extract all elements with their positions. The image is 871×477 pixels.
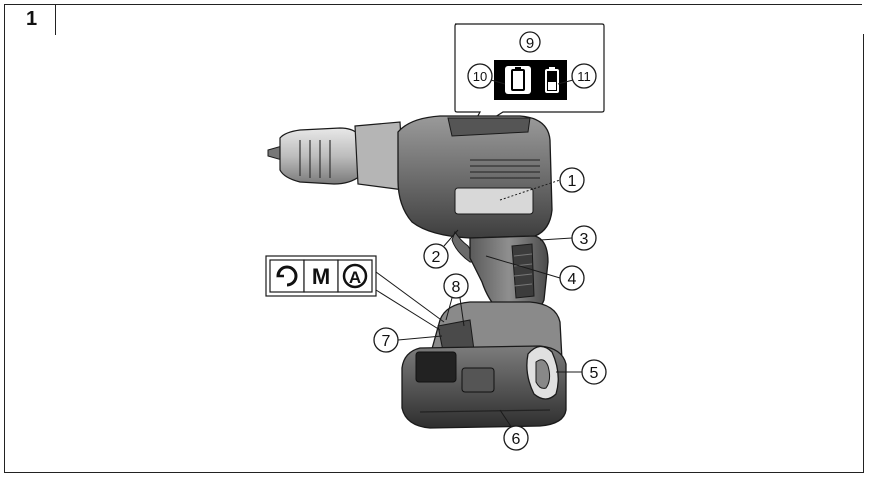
svg-text:5: 5 [590, 365, 599, 382]
svg-text:3: 3 [580, 231, 589, 248]
frame-top-border [54, 4, 862, 5]
svg-text:1: 1 [568, 173, 577, 190]
svg-text:A: A [349, 268, 361, 287]
svg-text:8: 8 [452, 279, 461, 296]
battery-empty-icon [505, 66, 531, 94]
mode-selector-panel: M A [265, 255, 445, 331]
figure-frame [4, 34, 864, 473]
svg-text:10: 10 [473, 69, 487, 84]
figure-number-tab: 1 [4, 4, 56, 35]
battery-charge-icon [545, 67, 559, 93]
svg-text:11: 11 [577, 69, 591, 84]
callout-11: 11 [557, 63, 597, 89]
callout-4: 4 [485, 255, 585, 291]
svg-text:6: 6 [512, 431, 521, 448]
screwdriver-illustration [267, 115, 567, 429]
callout-3: 3 [539, 225, 597, 251]
rotation-mode-icon [276, 265, 298, 287]
callout-8: 8 [443, 273, 469, 327]
callout-1: 1 [499, 167, 585, 201]
svg-text:4: 4 [568, 271, 577, 288]
callout-9: 9 [519, 31, 541, 53]
battery-indicator-callout: 9 10 11 [454, 23, 605, 136]
svg-text:7: 7 [382, 333, 391, 350]
callout-6: 6 [499, 409, 529, 451]
svg-text:9: 9 [526, 35, 534, 52]
auto-mode-icon: A [342, 263, 368, 289]
callout-5: 5 [556, 359, 607, 385]
figure-number: 1 [26, 8, 38, 30]
callout-10: 10 [467, 63, 506, 89]
manual-mode-icon: M [312, 264, 330, 289]
callout-7: 7 [373, 327, 443, 353]
callout-2: 2 [423, 229, 459, 269]
svg-text:2: 2 [432, 249, 441, 266]
